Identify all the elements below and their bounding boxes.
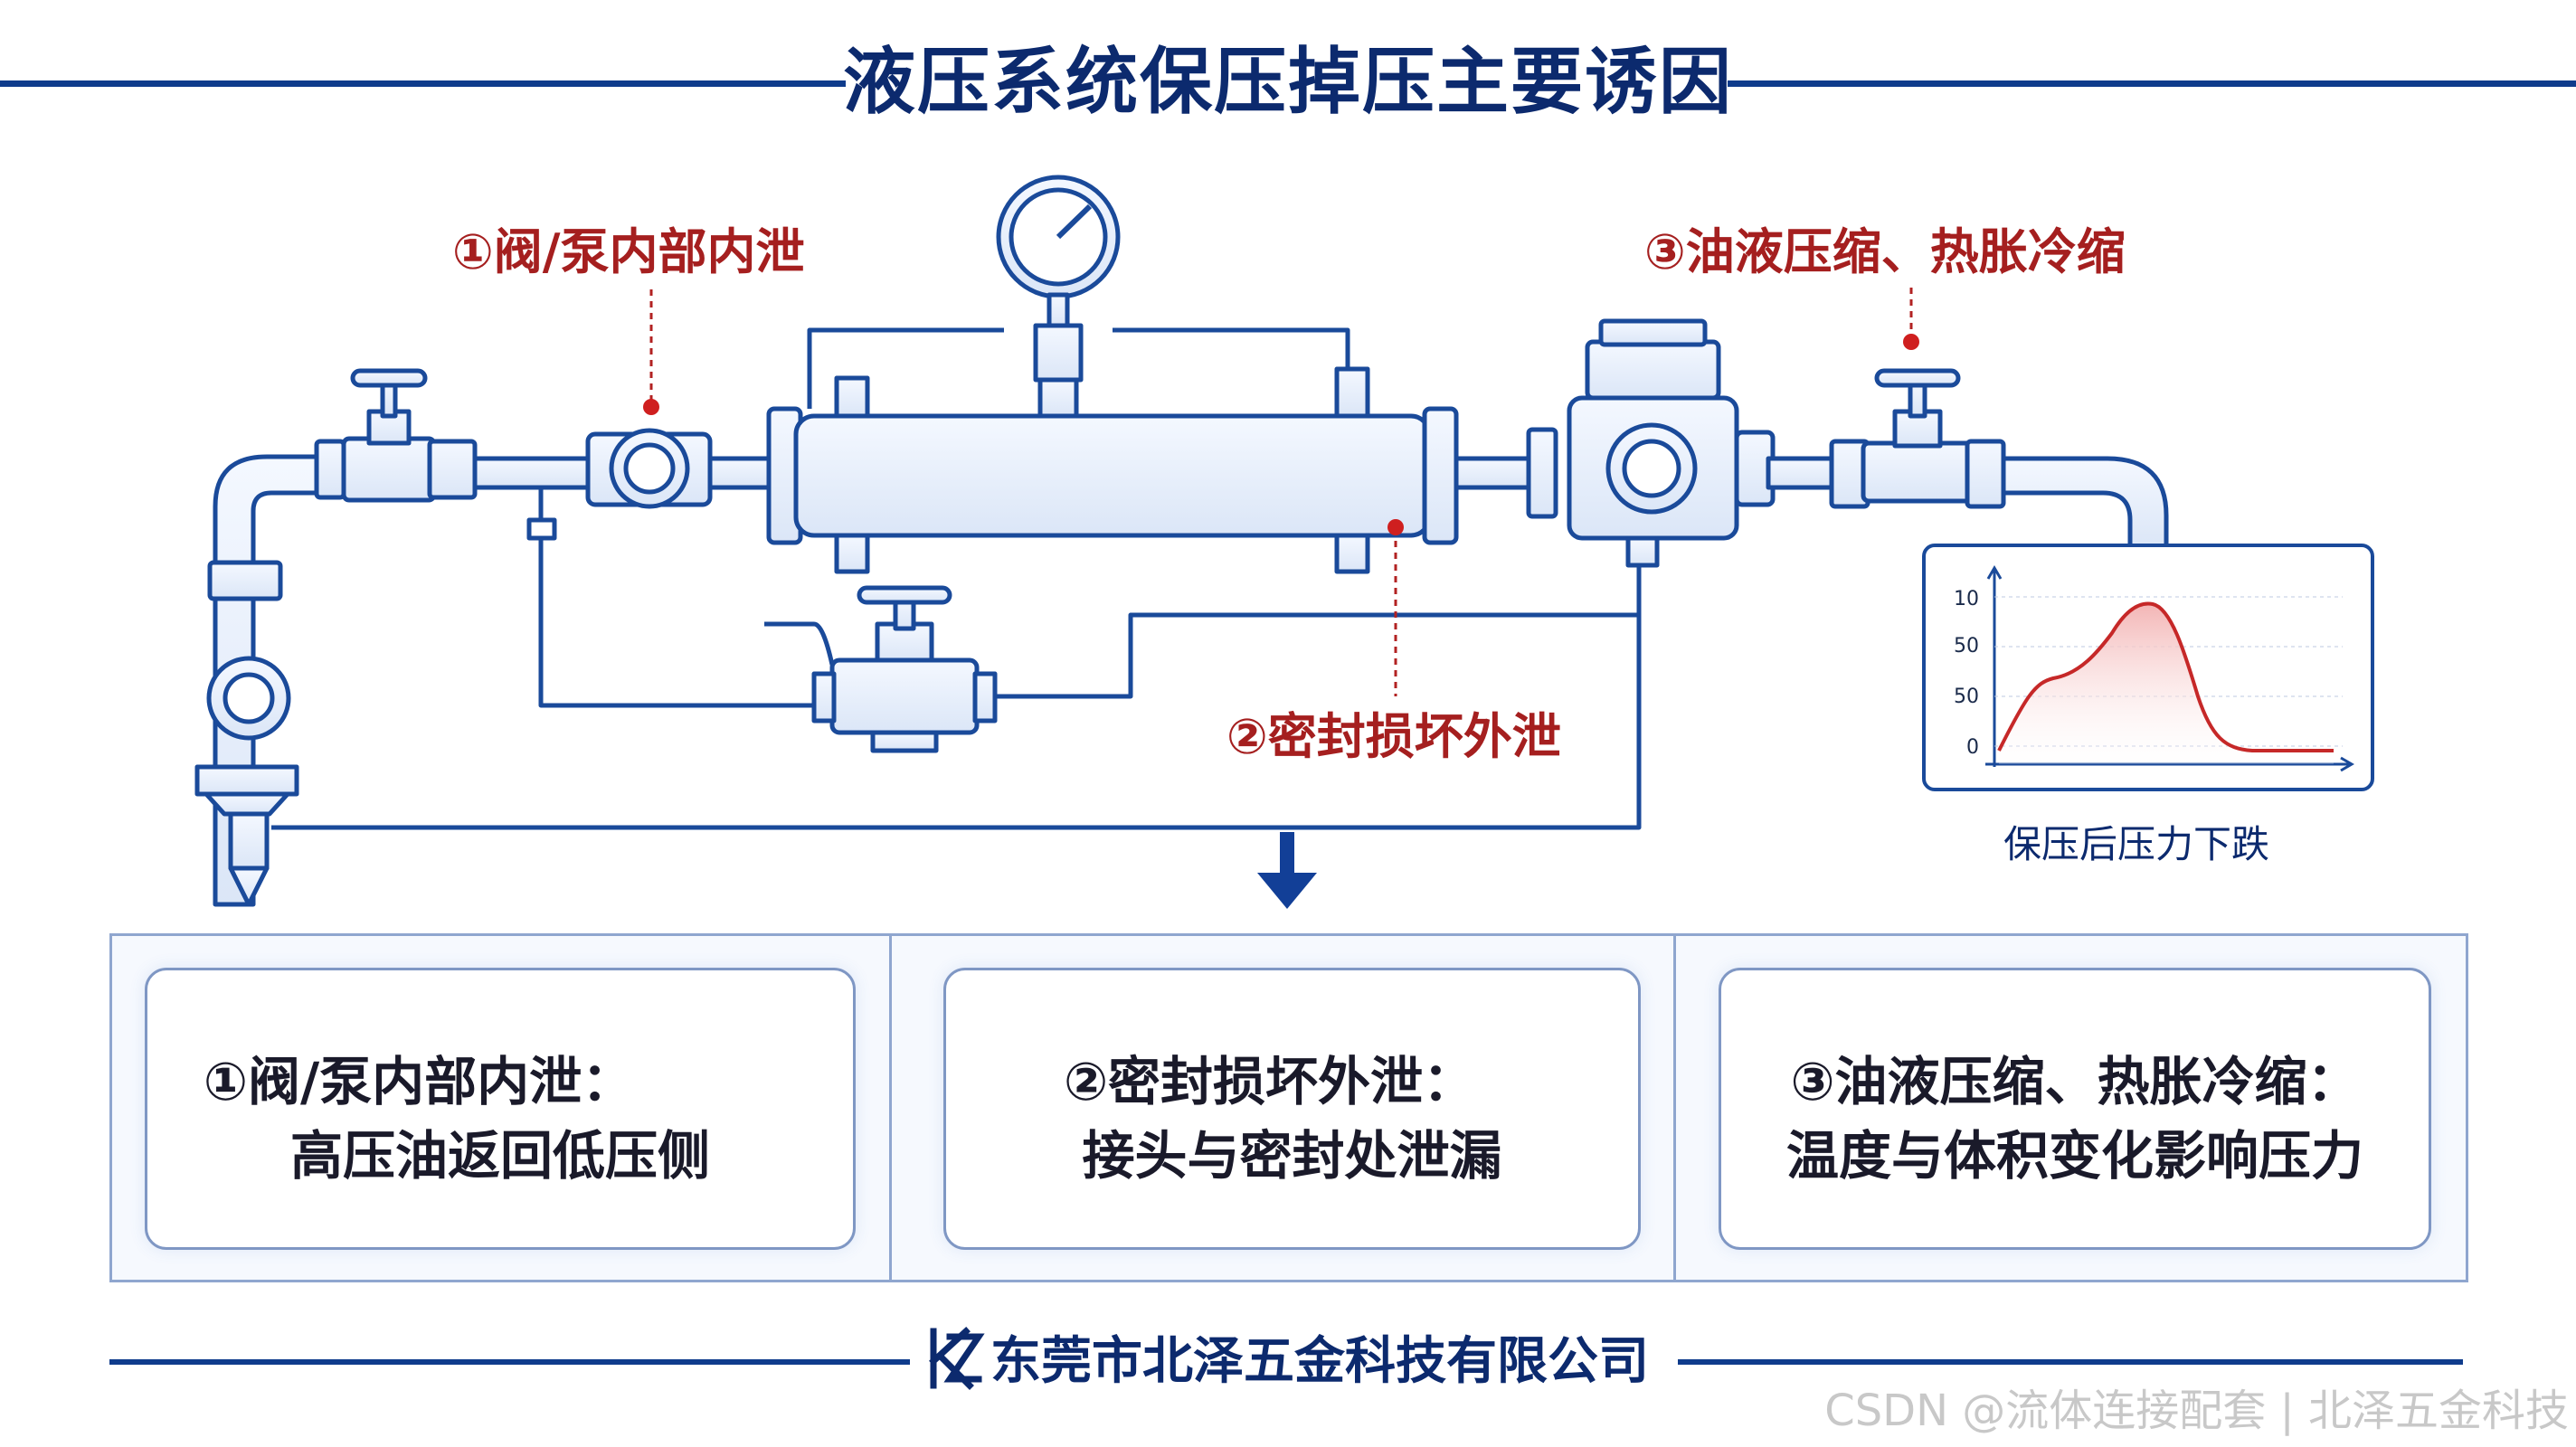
card-detail: 接头与密封处泄漏 <box>1082 1125 1502 1187</box>
card-heading: ②密封损坏外泄： <box>1063 1051 1476 1112</box>
card-detail: 温度与体积变化影响压力 <box>1785 1125 2363 1187</box>
footer-rule-right <box>1678 1359 2463 1365</box>
callout-3-label: ③油液压缩、热胀冷缩 <box>1644 223 2126 280</box>
company-name-text: 东莞市北泽五金科技有限公司 <box>990 1332 1649 1391</box>
gauge-line-right <box>1113 327 1350 369</box>
cylinder-flange-right <box>1422 406 1459 545</box>
company-logo-icon <box>929 1327 985 1390</box>
cause-card-thermal: ③油液压缩、热胀冷缩： 温度与体积变化影响压力 <box>1719 968 2431 1250</box>
drain-fitting <box>194 764 299 797</box>
y-tick: 10 <box>1954 588 1979 610</box>
inset-chart-caption: 保压后压力下跌 <box>2003 822 2270 866</box>
footer-rule-left <box>109 1359 910 1365</box>
title-rule-right <box>1728 80 2576 87</box>
company-name: 东莞市北泽五金科技有限公司 <box>990 1326 1649 1398</box>
callout-2-label: ②密封损坏外泄 <box>1226 708 1561 765</box>
callout-1-label: ①阀/泵内部内泄 <box>452 223 805 280</box>
cause-card-seal-leak: ②密封损坏外泄： 接头与密封处泄漏 <box>943 968 1641 1250</box>
title-rule-left <box>0 80 846 87</box>
right-elbow-pipe <box>2001 456 2169 550</box>
main-pipe-mid <box>472 456 595 490</box>
cylinder-body <box>793 413 1432 538</box>
bypass-line-right <box>995 565 1642 699</box>
y-tick: 0 <box>1966 736 1979 759</box>
return-line <box>271 615 1642 830</box>
pressure-curve-line <box>1997 601 2334 752</box>
pressure-curve-area <box>1999 603 2334 764</box>
cause-card-internal-leak: ①阀/泵内部内泄： 高压油返回低压侧 <box>145 968 856 1250</box>
watermark: CSDN @流体连接配套 | 北泽五金科技 <box>1824 1386 2569 1436</box>
callout-3-dot <box>1903 334 1919 350</box>
gauge-line-left <box>807 327 1004 409</box>
card-heading: ①阀/泵内部内泄： <box>203 1051 635 1112</box>
bypass-valve <box>829 657 980 735</box>
right-hand-valve-body <box>1861 440 1975 504</box>
y-tick: 50 <box>1954 635 1979 657</box>
y-tick: 50 <box>1954 686 1979 708</box>
down-arrow-icon <box>1257 832 1317 909</box>
riser-flange <box>207 560 283 601</box>
main-pipe-right <box>1454 456 1536 490</box>
card-detail: 高压油返回低压侧 <box>289 1125 710 1187</box>
inset-chart-ticks: 10 50 50 0 <box>1954 588 1979 759</box>
callout-1-dot <box>643 399 659 415</box>
card-heading: ③油液压缩、热胀冷缩： <box>1790 1051 2360 1112</box>
left-hand-valve-body <box>341 436 437 503</box>
page-title: 液压系统保压掉压主要诱因 <box>843 40 1733 124</box>
callout-2-dot <box>1387 519 1404 535</box>
bypass-line-left <box>538 488 814 708</box>
